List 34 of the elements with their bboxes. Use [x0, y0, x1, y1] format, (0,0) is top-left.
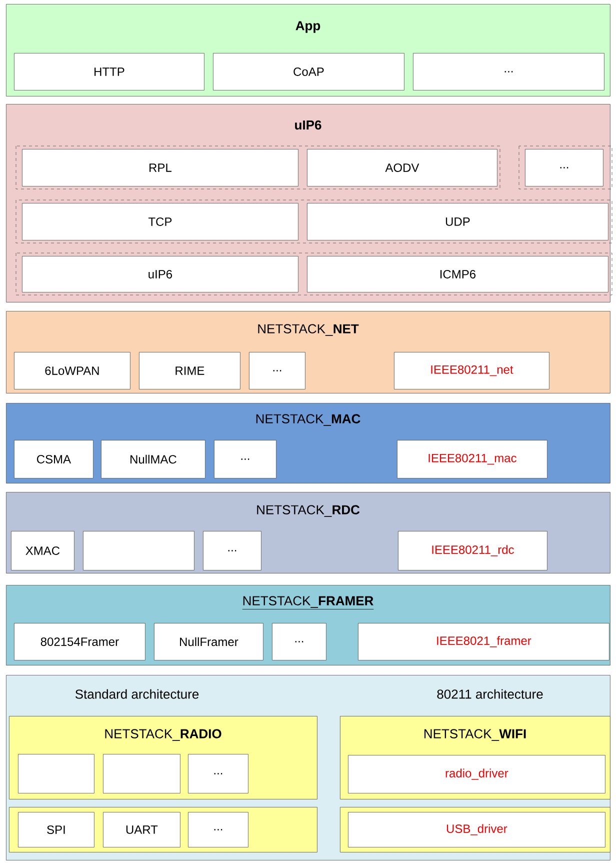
module-box: ... [249, 352, 306, 390]
module-box: uIP6 [22, 256, 298, 292]
module-box: TCP [22, 203, 298, 240]
module-box: ... [214, 440, 276, 478]
module-box: CoAP [213, 53, 404, 90]
module-box: USB_driver [348, 812, 606, 848]
module-box: RPL [22, 149, 298, 186]
module-box: ... [188, 754, 248, 794]
module-box: 6LoWPAN [14, 352, 130, 390]
module-box: AODV [307, 149, 498, 186]
module-box: CSMA [14, 440, 94, 478]
module-box: ... [525, 149, 604, 186]
module-box: XMAC [11, 531, 74, 570]
module-box: HTTP [14, 53, 204, 90]
module-box: UART [103, 812, 180, 848]
module-box: NullMAC [101, 440, 206, 478]
module-box: 802154Framer [14, 623, 146, 660]
module-box: IEEE80211_rdc [398, 531, 548, 570]
module-box: ... [413, 53, 604, 90]
module-box: SPI [18, 812, 94, 848]
module-box [103, 754, 180, 794]
module-box: IEEE80211_mac [397, 440, 548, 478]
module-box [83, 531, 194, 570]
module-box: radio_driver [348, 755, 606, 794]
module-box: RIME [139, 352, 240, 390]
module-box: ... [188, 812, 248, 848]
module-box: IEEE80211_net [394, 352, 550, 390]
module-box: UDP [307, 203, 608, 240]
module-box: NullFramer [154, 623, 264, 660]
module-box: ICMP6 [307, 256, 608, 292]
module-box: ... [203, 531, 262, 570]
module-box: ... [272, 623, 326, 660]
module-box [18, 754, 94, 794]
module-box: IEEE8021_framer [358, 623, 610, 660]
